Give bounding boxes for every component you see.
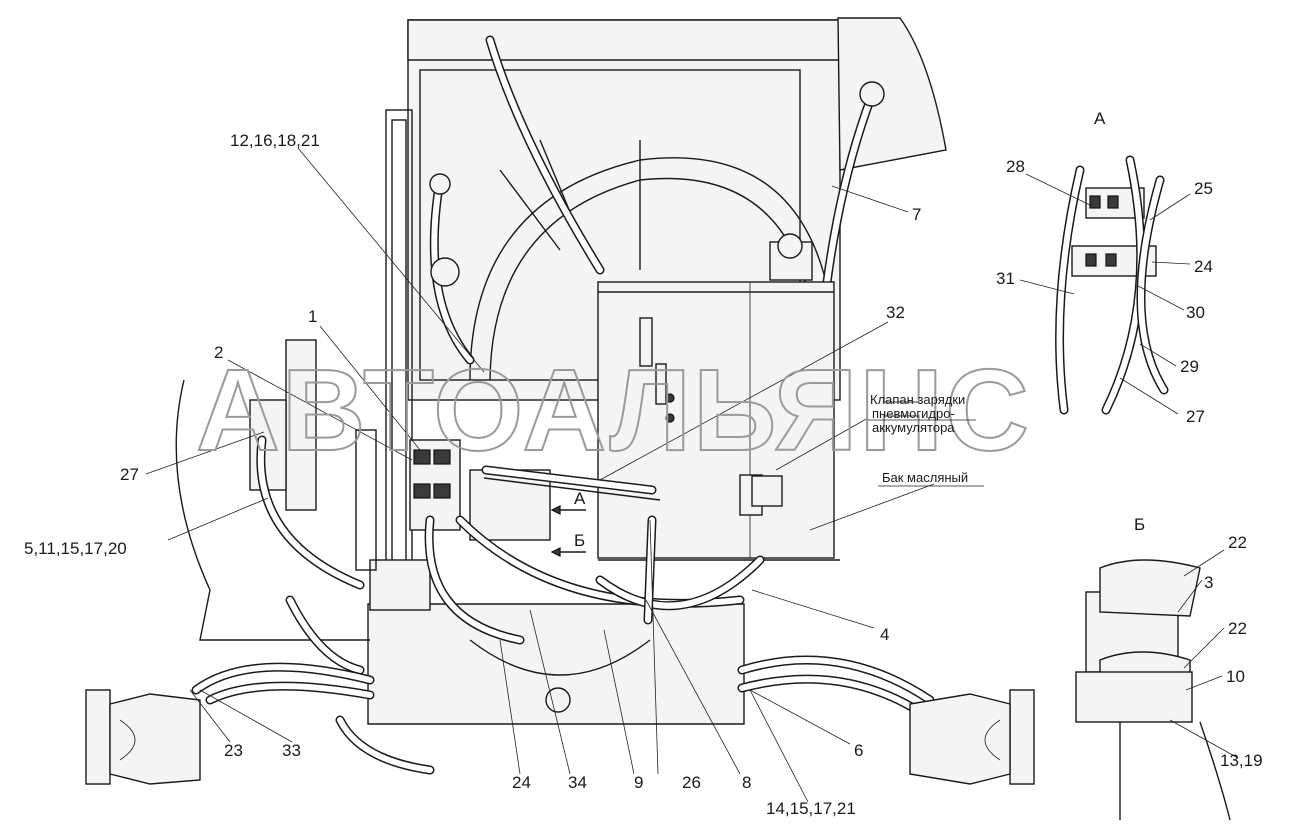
oil-tank xyxy=(597,233,840,561)
view-a-callout-30: 30 xyxy=(1186,303,1205,322)
view-b-callout-22-top: 22 xyxy=(1228,533,1247,552)
view-a-callout-25: 25 xyxy=(1194,179,1213,198)
detail-view-a: А xyxy=(1055,109,1169,415)
callout-27-main: 27 xyxy=(120,465,139,484)
callout-26: 26 xyxy=(682,773,701,792)
callout-9: 9 xyxy=(634,773,643,792)
view-a-callout-28: 28 xyxy=(1006,157,1025,176)
tank-note: Бак масляный xyxy=(882,470,968,485)
view-b-callout-10: 10 xyxy=(1226,667,1245,686)
view-a-callout-29: 29 xyxy=(1180,357,1199,376)
callout-33: 33 xyxy=(282,741,301,760)
view-b-callout-13-19: 13,19 xyxy=(1220,751,1263,770)
callout-5-11-15-17-20: 5,11,15,17,20 xyxy=(24,539,127,558)
watermark: АВТОАЛЬЯНС xyxy=(196,345,1031,475)
callout-6: 6 xyxy=(854,741,863,760)
callout-34: 34 xyxy=(568,773,587,792)
flow-arrow-a-label: А xyxy=(574,489,586,508)
callout-12-16-18-21: 12,16,18,21 xyxy=(230,131,320,150)
view-b-title: Б xyxy=(1134,515,1145,534)
valve-note-line-2: пневмогидро- xyxy=(872,406,955,421)
view-a-callout-27: 27 xyxy=(1186,407,1205,426)
main-hoses xyxy=(191,435,935,775)
leader-lines xyxy=(145,147,1239,803)
engine-flywheel xyxy=(249,339,377,571)
callout-7: 7 xyxy=(912,205,921,224)
left-wheel-motor xyxy=(85,689,201,785)
callout-24: 24 xyxy=(512,773,531,792)
callout-14-15-17-21: 14,15,17,21 xyxy=(766,799,856,818)
view-a-title: А xyxy=(1094,109,1106,128)
view-b-callout-3: 3 xyxy=(1204,573,1213,592)
callout-4: 4 xyxy=(880,625,889,644)
flow-arrow-b-label: Б xyxy=(574,531,585,550)
view-a-callout-24: 24 xyxy=(1194,257,1213,276)
callout-1: 1 xyxy=(308,307,317,326)
view-a-callout-31: 31 xyxy=(996,269,1015,288)
right-wheel-motor xyxy=(909,689,1035,785)
flow-arrows: А Б xyxy=(550,489,586,557)
callout-2: 2 xyxy=(214,343,223,362)
callout-23: 23 xyxy=(224,741,243,760)
valve-note-line-3: аккумулятора xyxy=(872,420,955,435)
callout-8: 8 xyxy=(742,773,751,792)
valve-note-line-1: Клапан зарядки xyxy=(870,392,965,407)
callout-32: 32 xyxy=(886,303,905,322)
detail-view-b: Б xyxy=(1075,515,1231,821)
view-b-callout-22-bottom: 22 xyxy=(1228,619,1247,638)
